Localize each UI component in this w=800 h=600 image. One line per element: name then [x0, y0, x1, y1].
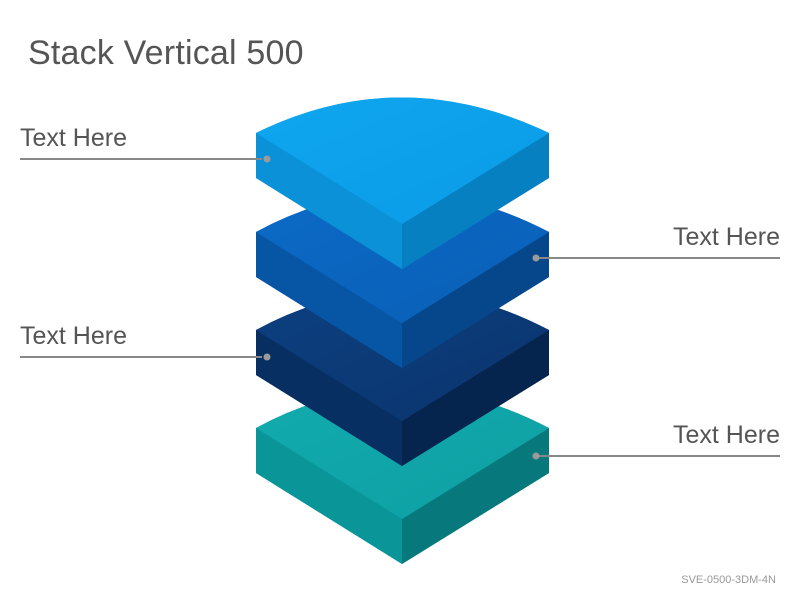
connector-2	[532, 254, 780, 262]
connector-3	[20, 353, 271, 361]
page-title: Stack Vertical 500	[28, 34, 304, 72]
layer-3-label: Text Here	[20, 322, 127, 350]
layer-2	[256, 193, 549, 368]
slide-code: SVE-0500-3DM-4N	[681, 574, 776, 586]
layer-1-label: Text Here	[20, 124, 127, 152]
connector-4	[532, 452, 780, 460]
layer-1	[256, 97, 549, 269]
layer-4-label: Text Here	[673, 421, 780, 449]
layer-2-label: Text Here	[673, 223, 780, 251]
connector-1	[20, 155, 271, 163]
